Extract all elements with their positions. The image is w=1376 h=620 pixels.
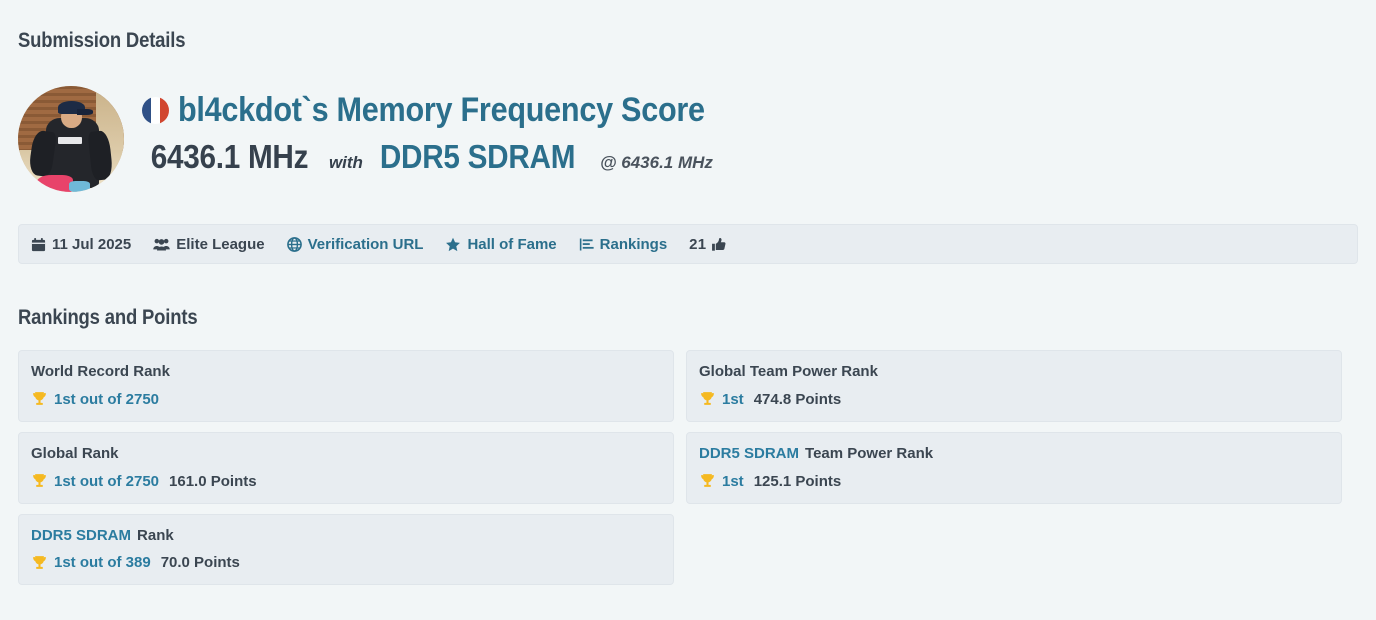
trophy-icon (699, 473, 716, 489)
meta-item-date: 11 Jul 2025 (31, 236, 131, 253)
avatar-chest-logo (58, 136, 82, 145)
rank-card-value: 1st out of 2750 161.0 Points (31, 473, 661, 490)
rank-card-world-record: World Record Rank 1st out of 2750 (18, 350, 674, 422)
rank-card-label: DDR5 SDRAM Team Power Rank (699, 445, 1329, 464)
rank-position-link[interactable]: 1st out of 2750 (54, 390, 160, 408)
rank-card-label: DDR5 SDRAM Rank (31, 527, 661, 546)
meta-item-verification-url[interactable]: Verification URL (286, 235, 424, 253)
rankings-column-left: World Record Rank 1st out of 2750 Global… (18, 350, 674, 595)
submission-title-line: bl4ckdot`s Memory Frequency Score (142, 88, 763, 132)
rank-card-global-team-power: Global Team Power Rank 1st 474.8 Points (686, 350, 1342, 422)
calendar-icon (31, 237, 46, 252)
rank-position-link[interactable]: 1st (722, 390, 744, 408)
rankings-column-right: Global Team Power Rank 1st 474.8 Points … (686, 350, 1342, 514)
rank-card-ddr5-team-power: DDR5 SDRAM Team Power Rank 1st 125.1 Poin… (686, 431, 1342, 504)
avatar-cap-brim (77, 109, 94, 115)
users-icon (153, 237, 170, 252)
meta-date-label: 11 Jul 2025 (52, 235, 132, 253)
rank-points: 125.1 Points (753, 472, 842, 490)
star-icon (445, 237, 461, 252)
meta-league-label: Elite League (176, 235, 265, 253)
meta-hall-of-fame-label: Hall of Fame (467, 235, 557, 253)
likes-count: 21 (689, 235, 707, 253)
rank-card-label-text: Global Rank (31, 444, 119, 462)
rank-card-label-text: World Record Rank (31, 363, 170, 380)
meta-item-rankings[interactable]: Rankings (579, 235, 668, 253)
rank-card-hardware-link[interactable]: DDR5 SDRAM (31, 526, 132, 544)
trophy-icon (31, 473, 48, 489)
rank-card-value: 1st out of 389 70.0 Points (31, 554, 661, 571)
page-title: Submission Details (18, 29, 186, 52)
rank-card-global: Global Rank 1st out of 2750 161.0 Points (18, 431, 674, 504)
score-with-word: with (328, 153, 363, 172)
rank-card-label-text: Global Team Power Rank (699, 363, 878, 380)
rank-card-value: 1st 474.8 Points (699, 391, 1329, 408)
rank-card-label: Global Rank (31, 445, 661, 464)
avatar[interactable] (18, 86, 124, 192)
avatar-foreground-object-2 (68, 181, 91, 192)
meta-item-hall-of-fame[interactable]: Hall of Fame (445, 235, 557, 253)
trophy-icon (699, 391, 716, 407)
submission-header: bl4ckdot`s Memory Frequency Score 6436.1… (18, 84, 763, 192)
fr-flag-icon (142, 96, 169, 124)
meta-item-likes[interactable]: 21 (689, 236, 727, 253)
submission-meta-bar: 11 Jul 2025 Elite League Verification UR… (18, 224, 1358, 264)
rank-card-label-text: Rank (137, 526, 174, 544)
rank-card-value: 1st out of 2750 (31, 391, 661, 408)
rank-card-hardware-link[interactable]: DDR5 SDRAM (699, 444, 800, 462)
hardware-link[interactable]: DDR5 SDRAM (379, 138, 576, 175)
rank-card-label-text: Team Power Rank (805, 444, 934, 462)
rank-card-label: World Record Rank (31, 363, 661, 382)
meta-item-league: Elite League (153, 235, 265, 253)
rank-card-label: Global Team Power Rank (699, 363, 1329, 382)
trophy-icon (31, 555, 48, 571)
rank-position-link[interactable]: 1st out of 389 (54, 554, 151, 572)
score-value: 6436.1 MHz (150, 138, 309, 175)
rank-position-link[interactable]: 1st (722, 472, 744, 490)
submission-title-link[interactable]: bl4ckdot`s Memory Frequency Score (178, 90, 705, 129)
submission-score-line: 6436.1 MHz with DDR5 SDRAM @ 6436.1 MHz (142, 138, 763, 176)
submission-header-text: bl4ckdot`s Memory Frequency Score 6436.1… (142, 84, 763, 176)
score-at-frequency: @ 6436.1 MHz (599, 153, 713, 172)
bar-chart-icon (579, 237, 594, 252)
rank-points: 161.0 Points (169, 472, 257, 490)
globe-icon (286, 236, 302, 252)
rank-card-ddr5-sdram: DDR5 SDRAM Rank 1st out of 389 70.0 Point… (18, 513, 674, 586)
rank-card-value: 1st 125.1 Points (699, 473, 1329, 490)
meta-rankings-label: Rankings (599, 235, 668, 253)
rankings-points-title: Rankings and Points (18, 306, 198, 329)
meta-verification-label: Verification URL (307, 235, 424, 253)
thumbs-up-icon[interactable] (711, 237, 727, 252)
rank-points: 474.8 Points (753, 390, 842, 408)
rank-points: 70.0 Points (160, 554, 240, 572)
avatar-foreground-object (37, 175, 74, 192)
trophy-icon (31, 391, 48, 407)
rank-position-link[interactable]: 1st out of 2750 (54, 472, 160, 490)
